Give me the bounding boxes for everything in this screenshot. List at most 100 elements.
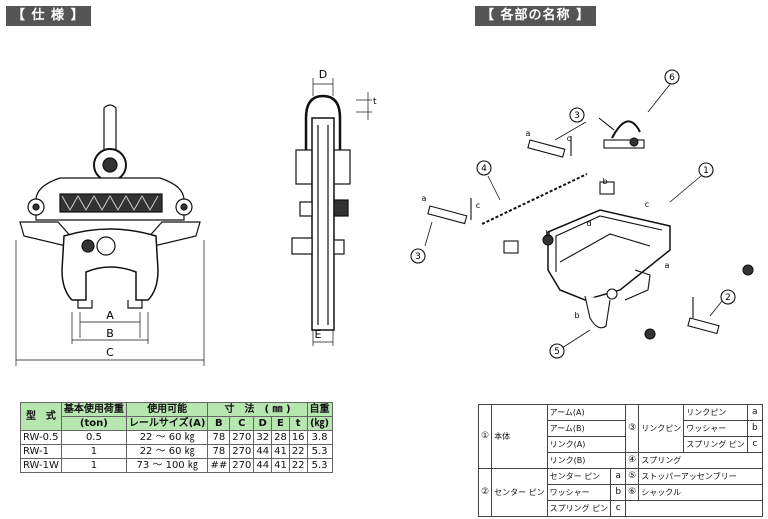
- part-item: リンク(A): [546, 436, 627, 453]
- front-view-drawing: [15, 104, 205, 366]
- parts-table: ① 本体 アーム(A) ③ リンクピン リンクピン a アーム(B) ワッシャー…: [477, 404, 763, 517]
- dim-label-a: A: [106, 309, 114, 322]
- col-dim-e: E: [271, 416, 290, 431]
- cell-rail: 73 ～ 100 ㎏: [125, 458, 209, 473]
- cell-c: 270: [229, 458, 255, 473]
- cell-load: 1: [60, 444, 127, 459]
- part-letter: c: [610, 500, 627, 517]
- callout-4: 4: [481, 164, 487, 174]
- part-letter: a: [746, 404, 763, 421]
- empty-cell: [625, 500, 763, 517]
- part-letter: c: [746, 436, 763, 453]
- cell-t: 22: [288, 444, 308, 459]
- group-5-name: ストッパーアッセンブリー: [638, 468, 763, 485]
- group-3-number: ③: [625, 404, 640, 453]
- cell-c: 270: [229, 430, 255, 445]
- col-dim-b: B: [207, 416, 231, 431]
- cell-model: RW-1W: [20, 458, 62, 473]
- part-letter: a: [610, 468, 627, 485]
- part-item: リンクピン: [683, 404, 748, 421]
- cell-e: 41: [271, 444, 290, 459]
- group-1-name: 本体: [491, 404, 548, 469]
- cell-rail: 22 ～ 60 ㎏: [125, 444, 209, 459]
- letter-b-left: b: [545, 229, 550, 238]
- callout-5: 5: [554, 347, 560, 357]
- dim-label-e: E: [315, 328, 322, 341]
- part-letter: b: [746, 420, 763, 437]
- cell-t: 16: [288, 430, 308, 445]
- group-2-number: ②: [477, 468, 493, 517]
- callout-3-left: 3: [415, 252, 421, 262]
- group-3-name: リンクピン: [638, 404, 685, 453]
- letter-a-top: a: [526, 129, 531, 138]
- cell-e: 28: [271, 430, 290, 445]
- part-item: センター ピン: [546, 468, 612, 485]
- col-weight: 自重: [306, 402, 333, 417]
- exploded-view-drawing: [410, 69, 754, 359]
- cell-load: 1: [60, 458, 127, 473]
- cell-e: 41: [271, 458, 290, 473]
- group-5-number: ⑤: [625, 468, 640, 485]
- col-load: 基本使用荷重: [60, 402, 127, 417]
- letter-c-right: c: [645, 200, 649, 209]
- cell-model: RW-1: [20, 444, 62, 459]
- letter-d: d: [586, 219, 591, 228]
- cell-weight: 5.3: [306, 458, 333, 473]
- letter-c-top: c: [567, 134, 571, 143]
- group-6-name: シャックル: [638, 484, 763, 501]
- cell-b: 78: [207, 430, 231, 445]
- callout-3-top: 3: [574, 111, 580, 121]
- letter-a-left: a: [422, 194, 427, 203]
- part-letter: b: [610, 484, 627, 501]
- part-item: スプリング ピン: [546, 500, 612, 517]
- side-view-drawing: [291, 78, 372, 346]
- letter-a-right: a: [665, 261, 670, 270]
- dim-label-b: B: [106, 327, 114, 340]
- cell-b: ##: [207, 458, 231, 473]
- callout-6: 6: [669, 73, 675, 83]
- col-dim-c: C: [229, 416, 255, 431]
- col-dim-t: t: [288, 416, 308, 431]
- dim-label-c: C: [106, 346, 114, 359]
- spec-table: 型 式 基本使用荷重 使用可能 寸 法 ( ㎜ ) 自重 (ton) レールサイ…: [20, 402, 333, 473]
- dim-label-d: D: [319, 68, 327, 81]
- cell-t: 22: [288, 458, 308, 473]
- col-dims: 寸 法 ( ㎜ ): [207, 402, 308, 417]
- callout-1: 1: [703, 166, 709, 176]
- cell-model: RW-0.5: [20, 430, 62, 445]
- col-usable: 使用可能: [125, 402, 209, 417]
- part-item: スプリング ピン: [683, 436, 748, 453]
- callout-2: 2: [725, 293, 731, 303]
- part-item: リンク(B): [546, 452, 627, 469]
- table-row: RW-0.5 0.5 22 ～ 60 ㎏ 78 270 32 28 16 3.8: [20, 430, 333, 445]
- dim-label-t: t: [373, 97, 377, 107]
- part-names-header: 【 各部の名称 】: [475, 6, 597, 26]
- group-6-number: ⑥: [625, 484, 640, 501]
- group-1-number: ①: [477, 404, 493, 469]
- part-item: ワッシャー: [546, 484, 612, 501]
- table-row: RW-1 1 22 ～ 60 ㎏ 78 270 44 41 22 5.3: [20, 444, 333, 459]
- group-2-name: センター ピン: [491, 468, 548, 517]
- cell-weight: 3.8: [306, 430, 333, 445]
- group-4-number: ④: [625, 452, 640, 469]
- group-4-name: スプリング: [638, 452, 763, 469]
- cell-load: 0.5: [60, 430, 127, 445]
- cell-d: 32: [253, 430, 273, 445]
- cell-c: 270: [229, 444, 255, 459]
- part-item: ワッシャー: [683, 420, 748, 437]
- col-model: 型 式: [20, 402, 62, 431]
- col-load-unit: (ton): [60, 416, 127, 431]
- table-row: RW-1W 1 73 ～ 100 ㎏ ## 270 44 41 22 5.3: [20, 458, 333, 473]
- cell-d: 44: [253, 444, 273, 459]
- cell-rail: 22 ～ 60 ㎏: [125, 430, 209, 445]
- col-dim-d: D: [253, 416, 273, 431]
- spec-header: 【 仕 様 】: [6, 6, 91, 26]
- cell-d: 44: [253, 458, 273, 473]
- letter-c-left: c: [476, 201, 480, 210]
- part-item: アーム(B): [546, 420, 627, 437]
- letter-b-mid: b: [602, 177, 607, 186]
- part-item: アーム(A): [546, 404, 627, 421]
- cell-b: 78: [207, 444, 231, 459]
- col-weight-unit: (㎏): [306, 416, 333, 431]
